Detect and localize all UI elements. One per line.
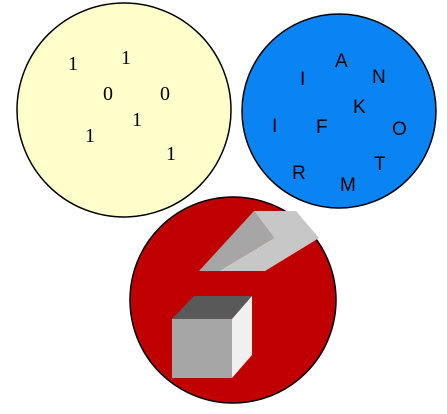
slab-left-face [199,211,274,271]
objects-circle-group [129,196,337,404]
flat-slab-shape [199,211,319,271]
letter-m: M [340,175,356,196]
binary-digit-6: 1 [85,125,95,147]
letter-t: T [374,154,386,175]
cube-front-face [172,319,232,378]
binary-digit-7: 1 [166,143,176,165]
letters-circle-group: A I N K I F O T R M [241,13,437,209]
letter-o: O [392,119,407,140]
letter-i-left: I [272,116,277,137]
binary-digit-5: 1 [132,109,142,131]
slab-top-face [254,211,319,238]
letter-f: F [316,117,328,138]
cube-shape [172,296,252,378]
cube-top-face [172,296,252,319]
slab-front-face [219,238,319,271]
binary-circle [16,2,232,218]
binary-digit-1: 1 [68,53,78,75]
binary-digit-2: 1 [121,47,131,69]
binary-circle-group: 1 1 0 0 1 1 1 [16,2,232,218]
cube-right-face [232,296,252,378]
letter-n: N [372,67,386,88]
letter-i-top: I [300,69,305,90]
letter-r: R [292,163,306,184]
letter-a: A [335,51,348,72]
letters-circle [241,13,437,209]
binary-digit-3: 0 [103,83,113,105]
letter-k: K [353,97,366,118]
binary-digit-4: 0 [160,83,170,105]
